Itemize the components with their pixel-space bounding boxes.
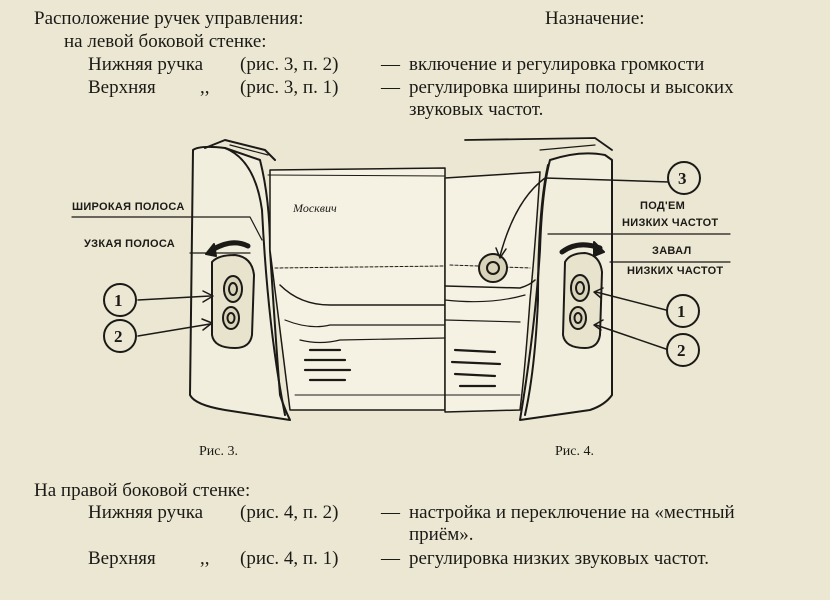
fig3-callout-2-circle bbox=[103, 319, 137, 353]
fig4-callout-2: 2 bbox=[677, 341, 686, 360]
top-row2-ditto: ,, bbox=[200, 77, 210, 98]
fig4-label-boost-line1: ПОД'ЕМ bbox=[640, 200, 686, 212]
left-wall-subheading: на левой боковой стенке: bbox=[64, 31, 267, 52]
fig3-lower-knob bbox=[222, 306, 240, 330]
fig4-caption: Рис. 4. bbox=[555, 444, 594, 459]
fig4-label-cut-line1: ЗАВАЛ bbox=[652, 245, 692, 257]
top-row1-ref: (рис. 3, п. 2) bbox=[240, 54, 339, 75]
top-row1-dash: — bbox=[381, 54, 400, 75]
bottom-row2-ditto: ,, bbox=[200, 548, 210, 569]
fig4-callout-3: 3 bbox=[678, 169, 687, 188]
fig4-callout-3-circle bbox=[667, 161, 701, 195]
fig4-callout-2-circle bbox=[666, 333, 700, 367]
right-wall-subheading: На правой боковой стенке: bbox=[34, 480, 251, 501]
top-row2-name: Верхняя bbox=[88, 77, 156, 98]
fig3-label-narrow-band: УЗКАЯ ПОЛОСА bbox=[84, 238, 176, 250]
fig3-logo-text: Москвич bbox=[292, 201, 337, 215]
bottom-row1-purpose-line2: приём». bbox=[409, 524, 474, 545]
bottom-row1-name: Нижняя ручка bbox=[88, 502, 204, 523]
top-row1-name: Нижняя ручка bbox=[88, 54, 204, 75]
purpose-heading: Назначение: bbox=[545, 8, 645, 29]
top-row1-purpose: включение и регулировка громкости bbox=[409, 54, 705, 75]
fig3-upper-knob bbox=[223, 275, 243, 303]
bottom-row1-dash: — bbox=[381, 502, 400, 523]
bottom-row1-ref: (рис. 4, п. 2) bbox=[240, 502, 339, 523]
fig4-cabinet-front bbox=[444, 171, 541, 413]
fig4-lower-knob bbox=[569, 306, 587, 330]
fig4-callout-1-circle bbox=[666, 294, 700, 328]
bottom-row2-name: Верхняя bbox=[88, 548, 156, 569]
bottom-row2-dash: — bbox=[381, 548, 400, 569]
fig4-bass-knob bbox=[478, 253, 508, 283]
fig4-upper-knob bbox=[570, 274, 590, 302]
fig4-callout-1: 1 bbox=[677, 302, 686, 321]
fig3-callout-1: 1 bbox=[114, 291, 123, 310]
fig3-caption: Рис. 3. bbox=[199, 444, 238, 459]
fig3-callout-2: 2 bbox=[114, 327, 123, 346]
fig3-callout-1-circle bbox=[103, 283, 137, 317]
top-row2-purpose-line1: регулировка ширины полосы и высоких bbox=[409, 77, 734, 98]
fig3-label-wide-band: ШИРОКАЯ ПОЛОСА bbox=[72, 201, 185, 213]
bottom-row1-purpose-line1: настройка и переключение на «местный bbox=[409, 502, 735, 523]
top-row2-dash: — bbox=[381, 77, 400, 98]
top-row2-ref: (рис. 3, п. 1) bbox=[240, 77, 339, 98]
bottom-row2-purpose: регулировка низких звуковых частот. bbox=[409, 548, 710, 569]
left-controls-heading: Расположение ручек управления: bbox=[34, 8, 304, 29]
bottom-row2-ref: (рис. 4, п. 1) bbox=[240, 548, 339, 569]
fig4-label-cut-line2: НИЗКИХ ЧАСТОТ bbox=[627, 265, 724, 277]
top-row2-purpose-line2: звуковых частот. bbox=[409, 99, 544, 120]
fig4-label-boost-line2: НИЗКИХ ЧАСТОТ bbox=[622, 217, 719, 229]
